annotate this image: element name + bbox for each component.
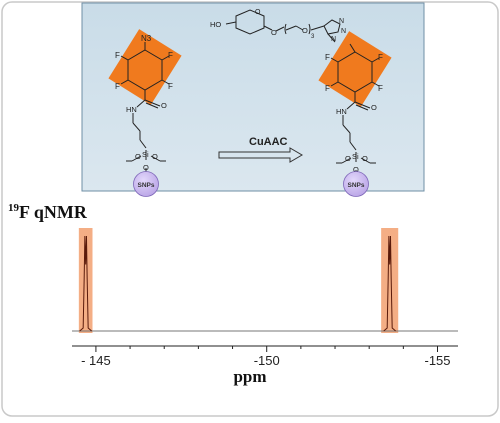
right-ring-highlight (318, 31, 392, 107)
nmr-spectrum: 19F qNMR - 145 -150 -155 ppm (8, 202, 458, 386)
peak-highlight (381, 228, 399, 333)
reaction-arrow: CuAAC (218, 136, 303, 163)
spectrum-title: 19F qNMR (8, 202, 88, 222)
x-tick-label: - 145 (81, 353, 111, 368)
triazole-n-label: N (341, 28, 346, 35)
right-fluorine-label: F (325, 84, 330, 93)
sugar-ring-o-label: O (255, 9, 261, 16)
left-nh-label: HN (126, 105, 137, 114)
left-molecule: N3 F F F F O HN Si O O O SNPs (108, 29, 182, 197)
peak-highlight (78, 228, 93, 333)
right-nh-label: HN (336, 107, 347, 116)
reaction-scheme: N3 F F F F O HN Si O O O SNPs CuAAC (81, 2, 425, 197)
peg-repeat-label: 3 (311, 34, 315, 40)
open-arrow (218, 147, 303, 163)
right-snps-label: SNPs (348, 182, 365, 189)
left-silane-o-label: O (152, 152, 158, 161)
sugar-linker (225, 9, 341, 43)
right-silane-o-label: O (345, 154, 351, 163)
peg-o-label: O (302, 26, 308, 35)
x-tick-label: -150 (254, 353, 280, 368)
cuaac-label: CuAAC (249, 136, 288, 148)
left-si-label: Si (142, 150, 149, 159)
right-molecule: HO O O O 3 N N N (210, 9, 392, 197)
x-axis-ticks: - 145 -150 -155 (81, 346, 451, 368)
x-tick-label: -155 (424, 353, 450, 368)
left-ring-highlight (108, 29, 182, 105)
spectrum-peaks (79, 235, 397, 332)
triazole-n-label: N (339, 18, 344, 25)
left-fluorine-label: F (168, 51, 173, 60)
left-silane-o-label: O (135, 152, 141, 161)
x-axis-label: ppm (233, 367, 266, 386)
sugar-ho-label: HO (210, 20, 221, 29)
spectrum-peak (79, 235, 92, 332)
figure-frame (1, 1, 499, 417)
left-silica-nanoparticle (133, 171, 159, 197)
right-carbonyl-o-label: O (371, 103, 377, 112)
triazole-ring (323, 19, 341, 35)
glycosidic-o-label: O (271, 28, 277, 37)
left-silane-o-label: O (143, 163, 149, 172)
left-fluorine-label: F (168, 82, 173, 91)
right-fluorine-label: F (378, 53, 383, 62)
left-carbonyl-o-label: O (161, 101, 167, 110)
left-azide-label: N3 (141, 34, 152, 43)
right-silica-nanoparticle (343, 171, 369, 197)
right-fluorine-label: F (378, 84, 383, 93)
left-snps-label: SNPs (138, 182, 155, 189)
left-fluorine-label: F (115, 82, 120, 91)
spectrum-peak (383, 235, 397, 332)
peak-highlight-regions (78, 228, 399, 333)
sugar-ring (235, 9, 265, 35)
triazole-n-label: N (331, 36, 336, 43)
right-silane-o-label: O (353, 165, 359, 174)
right-silane-o-label: O (362, 154, 368, 163)
right-fluorine-label: F (325, 53, 330, 62)
right-si-label: Si (352, 152, 359, 161)
left-fluorine-label: F (115, 51, 120, 60)
